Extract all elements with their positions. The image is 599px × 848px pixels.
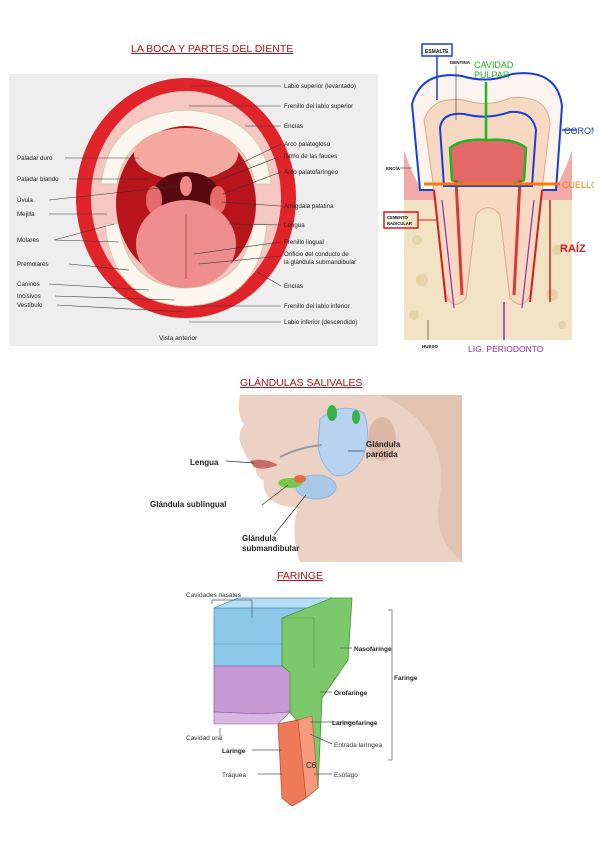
label-uvula: Úvula (17, 197, 33, 204)
label-dentina: DENTINA (450, 60, 471, 65)
label-molares: Molares (17, 237, 39, 244)
label-orofaringe: Orofaringe (334, 690, 368, 697)
larynx-trachea (277, 719, 307, 806)
label-arco-palatogloso: Arco palatogloso (284, 141, 331, 148)
label-arco-palatofaringeo: Arco palatofaríngeo (284, 169, 339, 176)
label-faringe: Faringe (394, 675, 418, 682)
label-laringofaringe: Laringofaringe (332, 720, 378, 727)
label-labio-superior: Labio superior (levantado) (284, 83, 356, 90)
glands-diagram: Lengua Glándula parótida Glándula sublin… (150, 395, 462, 562)
label-amigdala-palatina: Amígdala palatina (284, 203, 334, 210)
label-c6: C6 (306, 761, 317, 770)
tooth-diagram: ESMALTE DENTINA CAVIDAD PULPAR ENCÍA CEM… (382, 40, 594, 362)
label-cemento: CEMENTO (387, 215, 409, 220)
label-orificio-conducto: Orificio del conducto de (284, 251, 349, 258)
label-paladar-blando: Paladar blando (17, 176, 59, 183)
label-parotida-2: parótida (366, 450, 398, 459)
label-labio-inferior: Labio inferior (descendido) (284, 319, 357, 326)
label-entrada-laringea: Entrada laríngea (334, 742, 382, 749)
tooth-illustration: ESMALTE DENTINA CAVIDAD PULPAR ENCÍA CEM… (383, 43, 594, 354)
label-radicular: RADICULAR (387, 221, 412, 226)
bone (404, 190, 572, 340)
mouth-diagram: Paladar duro Paladar blando Úvula Mejill… (9, 74, 378, 346)
label-incisivos: Incisivos (17, 293, 41, 300)
label-lengua-glands: Lengua (190, 458, 219, 467)
label-hueso: HUESO (422, 344, 439, 349)
label-frenillo-labio-superior: Frenillo del labio superior (284, 103, 353, 110)
label-parotida-1: Glándula (366, 440, 401, 449)
mouth-caption: Vista anterior (159, 335, 198, 342)
lower-teeth (104, 223, 268, 307)
label-glandula-submandibular: la glándula submandibular (284, 259, 356, 266)
label-vestibulo: Vestíbulo (17, 302, 43, 309)
label-traquea: Tráquea (222, 772, 246, 779)
uvula (180, 176, 192, 196)
label-cavidad: CAVIDAD (474, 60, 514, 70)
mouth-illustration: Paladar duro Paladar blando Úvula Mejill… (17, 78, 357, 342)
label-paladar-duro: Paladar duro (17, 155, 53, 162)
label-frenillo-lingual: Frenillo lingual (284, 239, 324, 246)
pharynx-illustration: Cavidades nasales Nasofaringe Faringe Or… (186, 592, 418, 806)
label-sublingual: Glándula sublingual (150, 500, 226, 509)
label-nasofaringe: Nasofaringe (354, 646, 392, 653)
parotid-gland (317, 407, 368, 477)
label-frenillo-labio-inferior: Frenillo del labio inferior (284, 303, 350, 310)
label-istmo-fauces: Istmo de las fauces (284, 153, 337, 160)
label-corona: CORONA (564, 126, 594, 136)
label-periodonto: LIG. PERIODONTO (468, 344, 544, 354)
label-caninos: Caninos (17, 281, 40, 288)
glands-section-title: GLÁNDULAS SALIVALES (240, 377, 363, 389)
label-premolares: Premolares (17, 261, 49, 268)
oral-cavity (213, 665, 291, 715)
face-silhouette (238, 395, 462, 562)
label-cuello: CUELLO (562, 180, 594, 190)
label-esofago: Esófago (334, 772, 358, 779)
pharynx-diagram: Cavidades nasales Nasofaringe Faringe Or… (182, 588, 422, 806)
hard-palate (134, 128, 238, 180)
pharynx-section-title: FARINGE (276, 570, 324, 582)
mouth-section-title: LA BOCA Y PARTES DEL DIENTE (131, 43, 294, 55)
label-pulpar: PULPAR (474, 70, 510, 80)
label-raiz: RAÍZ (560, 242, 586, 255)
label-esmalte: ESMALTE (425, 49, 449, 55)
label-cavidades-nasales: Cavidades nasales (186, 592, 242, 599)
label-lengua: Lengua (284, 222, 305, 229)
label-submand-1: Glándula (242, 534, 277, 543)
label-encia: ENCÍA (386, 164, 401, 171)
label-mejilla: Mejilla (17, 211, 35, 218)
label-laringe: Laringe (222, 748, 246, 755)
pulp-chamber (448, 138, 528, 187)
glands-illustration: Lengua Glándula parótida Glándula sublin… (150, 395, 462, 562)
label-encias-superior: Encías (284, 123, 303, 130)
label-cavidad-oral: Cavidad oral (186, 735, 223, 742)
label-submand-2: submandibular (242, 544, 299, 553)
label-encias-inferior: Encías (284, 283, 303, 290)
